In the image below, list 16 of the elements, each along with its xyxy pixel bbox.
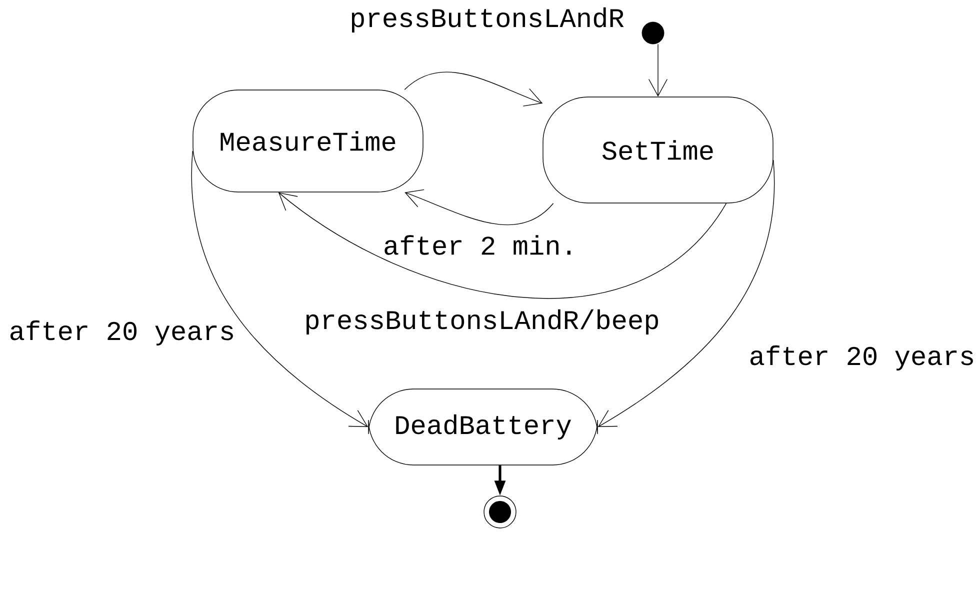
transition-arrow: [648, 44, 668, 97]
state-box: MeasureTime: [192, 90, 424, 192]
state-box: DeadBattery: [368, 388, 598, 466]
transition-arrow: [191, 150, 368, 427]
edge-label: pressButtonsLAndR: [348, 6, 626, 34]
initial-state: [642, 22, 664, 44]
edge-label: pressButtonsLAndR/beep: [302, 308, 662, 336]
edge-label: after 20 years: [8, 319, 236, 347]
edge-label: after 2 min.: [382, 234, 578, 256]
final-state: [484, 496, 516, 528]
transition-arrow: [278, 192, 727, 298]
edge-label: after 20 years: [748, 344, 976, 372]
state-box: SetTime: [542, 96, 774, 204]
transition-arrow: [404, 189, 554, 226]
transition-arrow: [598, 160, 775, 427]
transition-arrow: [404, 72, 543, 106]
